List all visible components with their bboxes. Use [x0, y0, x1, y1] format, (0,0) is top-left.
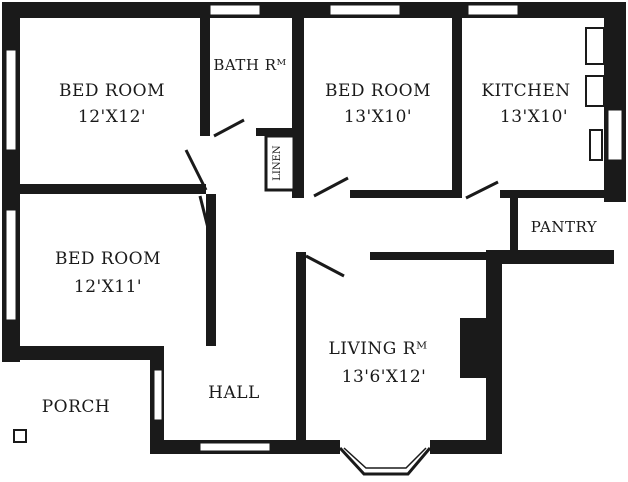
linen-name: LINEN [272, 145, 283, 181]
hall-name: HALL [208, 383, 260, 403]
living-size: 13'6'X12' [342, 367, 427, 387]
bath-name: BATH Rᴹ [213, 56, 286, 74]
porch-post [13, 429, 27, 443]
kitchen-size: 13'X10' [500, 107, 568, 127]
windows [5, 4, 623, 452]
bedroom1-size: 12'X12' [78, 107, 146, 127]
porch-name: PORCH [42, 397, 111, 417]
door-swings [184, 118, 499, 278]
bedroom3-size: 12'X11' [74, 277, 142, 297]
linen-closet [264, 134, 296, 192]
bedroom3-name: BED ROOM [55, 249, 161, 269]
living-name: LIVING Rᴹ [328, 339, 427, 359]
bedroom1-name: BED ROOM [59, 81, 165, 101]
kitchen-fixtures [585, 27, 605, 161]
pantry-name: PANTRY [531, 218, 598, 236]
bedroom2-name: BED ROOM [325, 81, 431, 101]
bedroom2-size: 13'X10' [344, 107, 412, 127]
kitchen-name: KITCHEN [481, 81, 570, 101]
bay-window [338, 446, 432, 476]
